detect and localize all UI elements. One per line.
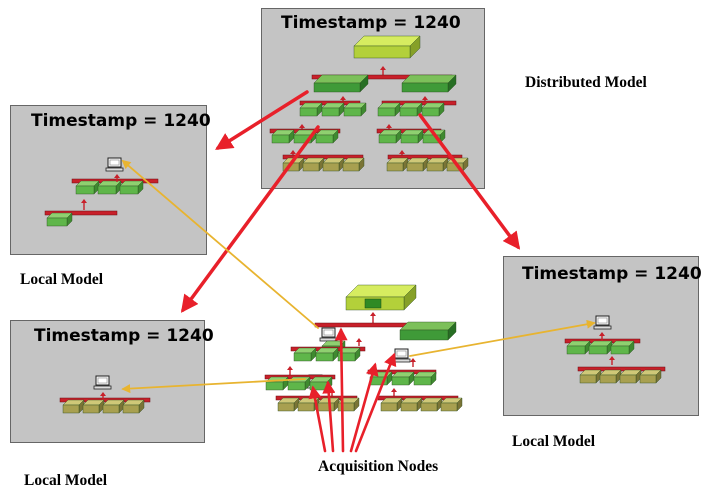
bus-line [44, 210, 118, 216]
uplink-arrow [410, 358, 416, 367]
node-block [119, 180, 144, 195]
uplink-arrow [287, 366, 293, 375]
node-block [406, 157, 429, 172]
local-top-left-timestamp: Timestamp = 1240 [31, 111, 211, 131]
bus-line [577, 366, 666, 372]
node-block [391, 371, 415, 386]
node-block [97, 180, 122, 195]
node-block [265, 376, 289, 391]
node-block [377, 102, 401, 117]
node-block [315, 347, 339, 362]
computer-icon [319, 327, 338, 342]
arrow-layer [121, 90, 596, 453]
arrow-node-to-right [409, 319, 596, 357]
node-block [401, 74, 457, 93]
uplink-arrow [81, 199, 87, 210]
node-block [293, 129, 317, 144]
uplink-arrow [609, 356, 615, 365]
computer-icon [105, 157, 124, 172]
local-model-label-bottom: Local Model [24, 472, 108, 489]
local-model-label-left: Local Model [20, 271, 104, 288]
node-block [337, 347, 361, 362]
uplink-arrow [100, 392, 106, 400]
computer-icon [392, 348, 411, 363]
node-block [302, 157, 325, 172]
bus-line [59, 397, 151, 403]
local-right-timestamp: Timestamp = 1240 [522, 264, 702, 284]
node-block [343, 102, 367, 117]
node-block [426, 157, 449, 172]
node-block [639, 369, 662, 384]
arrow-node-to-bottom-left [121, 378, 306, 394]
arrow-label-to-node-5 [354, 352, 397, 453]
node-block [315, 129, 339, 144]
node-block [102, 399, 125, 414]
arrow-label-to-node-3 [334, 327, 348, 453]
node-block [293, 347, 317, 362]
arrow-distributed-to-right [418, 113, 521, 250]
computer-icon [593, 315, 612, 330]
node-block [413, 371, 437, 386]
node-block [322, 157, 345, 172]
node-block [386, 157, 409, 172]
arrow-label-to-node-1 [308, 385, 327, 453]
node-block [579, 369, 602, 384]
uplink-arrow [356, 338, 362, 346]
arrow-label-to-node-4 [349, 362, 379, 453]
uplink-arrow [391, 388, 397, 396]
local-bottom-left-timestamp: Timestamp = 1240 [34, 326, 214, 346]
arrow-node-to-top-left [121, 159, 319, 329]
node-block [122, 399, 145, 414]
node-block [566, 340, 591, 355]
uplink-arrow [599, 332, 605, 341]
node-block [588, 340, 613, 355]
node-block [610, 340, 635, 355]
node-block [400, 129, 424, 144]
uplink-arrow [114, 174, 120, 182]
top-server-block [353, 35, 421, 59]
node-block [378, 129, 402, 144]
node-block [75, 180, 100, 195]
arrow-label-to-node-2 [322, 380, 336, 453]
node-block [440, 397, 463, 412]
node-block [400, 397, 423, 412]
uplink-arrow [370, 312, 376, 323]
node-block [619, 369, 642, 384]
node-block [299, 102, 323, 117]
distributed-timestamp: Timestamp = 1240 [281, 13, 461, 33]
node-layer [44, 35, 666, 414]
computer-icon [93, 375, 112, 390]
node-block [380, 397, 403, 412]
server-detail [364, 298, 382, 309]
node-block [421, 102, 445, 117]
arrow-distributed-to-bottom-left [180, 125, 320, 313]
node-block [599, 369, 622, 384]
local-model-panel-top-left: Timestamp = 1240 [10, 105, 211, 255]
node-block [321, 102, 345, 117]
uplink-arrow [380, 66, 386, 76]
local-model-label-right: Local Model [512, 433, 596, 450]
node-block [342, 157, 365, 172]
node-block [277, 397, 300, 412]
node-block [420, 397, 443, 412]
node-block [46, 212, 73, 227]
node-block [313, 74, 369, 93]
distributed-model-label: Distributed Model [525, 74, 647, 91]
arrow-distributed-to-top-left [215, 90, 309, 150]
acquisition-nodes-label: Acquisition Nodes [318, 458, 439, 475]
node-block [62, 399, 85, 414]
node-block [271, 129, 295, 144]
node-block [399, 321, 457, 341]
node-block [82, 399, 105, 414]
